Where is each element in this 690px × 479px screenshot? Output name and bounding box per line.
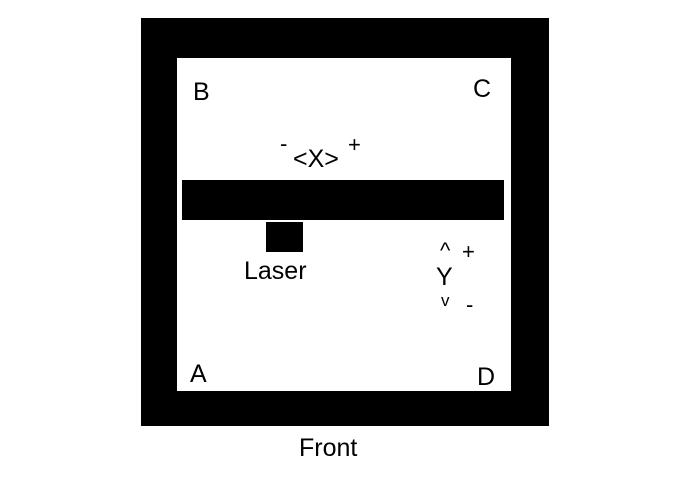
corner-c-label: C (473, 75, 492, 103)
x-plus-label: + (348, 132, 361, 157)
x-gantry-bar (182, 180, 504, 220)
y-axis-label: Y (436, 263, 453, 291)
y-plus-label: + (462, 239, 475, 264)
corner-d-label: D (477, 363, 496, 391)
corner-b-label: B (193, 78, 210, 106)
y-minus-label: - (466, 292, 474, 317)
work-area (177, 58, 511, 391)
laser-head (266, 222, 303, 252)
corner-a-label: A (190, 360, 207, 388)
y-down-arrow-icon: v (441, 291, 450, 310)
front-label: Front (299, 434, 358, 462)
laser-label: Laser (244, 257, 307, 285)
x-minus-label: - (280, 131, 288, 156)
y-up-arrow-icon: ^ (440, 238, 451, 263)
x-axis-label: <X> (293, 145, 339, 173)
